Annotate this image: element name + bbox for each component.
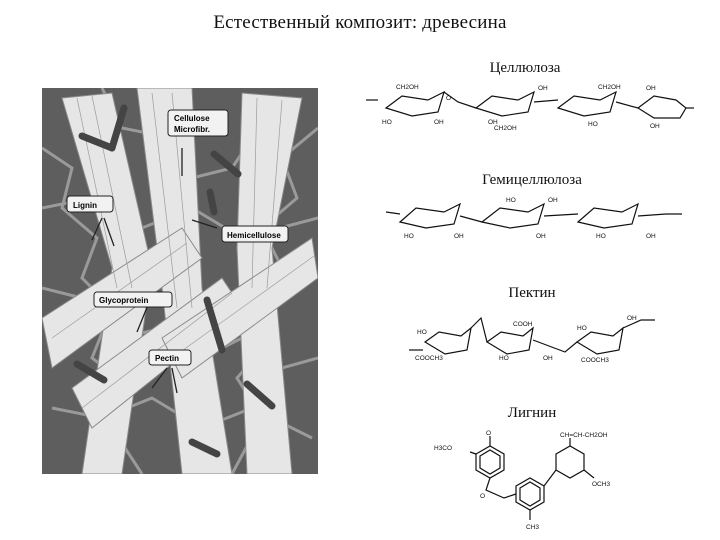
hemi-oh-1: OH: [454, 233, 464, 240]
pectin-ho-1: HO: [417, 329, 427, 336]
callout-pectin: Pectin: [155, 354, 179, 363]
lignin-side-chain: CH=CH-CH2OH: [560, 432, 608, 439]
lignin-o-1: O: [486, 430, 491, 437]
cell-wall-illustration: Cellulose Microfibr. Lignin Hemicellulos…: [41, 87, 319, 475]
pectin-oh-2: OH: [627, 315, 637, 322]
label-pectin: Пектин: [508, 285, 556, 301]
cell-ch2oh-2: CH2OH: [494, 125, 517, 132]
lignin-o-2: O: [480, 493, 485, 500]
callout-cellulose-1: Cellulose: [174, 114, 210, 123]
glycoprotein-rods: [73, 104, 276, 458]
callout-glycoprotein: Glycoprotein: [99, 296, 148, 305]
callout-lignin: Lignin: [73, 201, 97, 210]
pectin-cooch3-2: COOCH3: [581, 357, 609, 364]
hemicellulose-structure: HO OH HO OH OH HO OH: [382, 192, 692, 253]
cell-ch2oh-1: CH2OH: [396, 84, 419, 91]
cell-oh-2: OH: [538, 85, 548, 92]
pectin-cooh: COOH: [513, 321, 533, 328]
pectin-cooch3-1: COOCH3: [415, 355, 443, 362]
pectin-ho-3: HO: [577, 325, 587, 332]
cell-o-1: O: [446, 95, 451, 102]
label-lignin: Лигнин: [507, 405, 557, 421]
callout-hemicellulose: Hemicellulose: [227, 231, 281, 240]
hemi-ho-3: HO: [596, 233, 606, 240]
hemi-oh-3: OH: [536, 233, 546, 240]
hemi-ho-1: HO: [404, 233, 414, 240]
cellulose-structure: CH2OH HO OH O OH OH CH2OH CH2OH HO OH OH: [358, 78, 698, 143]
cell-wall-svg: Cellulose Microfibr. Lignin Hemicellulos…: [41, 87, 319, 475]
pectin-structure: HO COOCH3 COOH HO OH HO OH COOCH3: [405, 310, 665, 377]
cell-ch2oh-3: CH2OH: [598, 84, 621, 91]
cell-ho-1: HO: [382, 119, 392, 126]
cell-oh-4: OH: [646, 85, 656, 92]
lignin-ch3: CH3: [526, 524, 539, 531]
lignin-och3: OCH3: [592, 481, 610, 488]
cell-oh-5: OH: [650, 123, 660, 130]
cell-oh-1: OH: [434, 119, 444, 126]
label-cellulose: Целлюлоза: [489, 60, 561, 76]
hemi-oh-4: OH: [646, 233, 656, 240]
pectin-oh-1: OH: [543, 355, 553, 362]
cell-ho-2: HO: [588, 121, 598, 128]
lignin-h3co: H3CO: [434, 445, 452, 452]
hemi-oh-2: OH: [548, 197, 558, 204]
hemi-ho-2: HO: [506, 197, 516, 204]
cell-oh-3: OH: [488, 119, 498, 126]
label-hemicellulose: Гемицеллюлоза: [482, 172, 582, 188]
fibril-striations: [51, 92, 315, 409]
callout-cellulose-2: Microfibr.: [174, 125, 210, 134]
page-title: Естественный композит: древесина: [213, 12, 507, 33]
callout-boxes: [66, 109, 289, 366]
pectin-ho-2: HO: [499, 355, 509, 362]
lignin-structure: H3CO O CH=CH-CH2OH OCH3 O CH3: [430, 428, 630, 537]
